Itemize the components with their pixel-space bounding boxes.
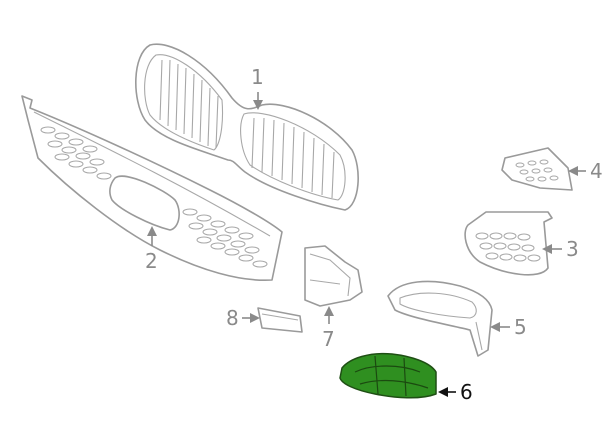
callout-label-7: 7 — [322, 327, 335, 351]
callout-7: 7 — [322, 306, 335, 351]
callout-label-1: 1 — [251, 65, 264, 89]
callout-label-8: 8 — [226, 306, 239, 330]
part-6-fog-bezel-highlighted — [339, 352, 437, 399]
callout-4: 4 — [568, 159, 603, 183]
callout-label-6: 6 — [460, 380, 473, 404]
callout-label-5: 5 — [514, 315, 527, 339]
part-7-air-duct — [304, 245, 363, 307]
callout-6: 6 — [438, 380, 473, 404]
part-8-trim-piece — [257, 307, 303, 333]
part-1-kidney-grille — [135, 43, 359, 211]
lower-grille-mesh — [40, 126, 268, 268]
callout-1: 1 — [251, 65, 264, 110]
callout-label-3: 3 — [566, 237, 579, 261]
part-4-vent-bracket — [501, 147, 573, 191]
callout-label-4: 4 — [590, 159, 603, 183]
callout-3: 3 — [542, 237, 579, 261]
part-5-fog-trim — [387, 280, 493, 357]
callout-label-2: 2 — [145, 249, 158, 273]
fog-grille-mesh — [475, 232, 541, 262]
part-2-lower-grille — [21, 95, 283, 282]
part-3-fog-grille — [464, 211, 553, 276]
callout-5: 5 — [490, 315, 527, 339]
callout-2: 2 — [145, 226, 158, 273]
callout-8: 8 — [226, 306, 260, 330]
